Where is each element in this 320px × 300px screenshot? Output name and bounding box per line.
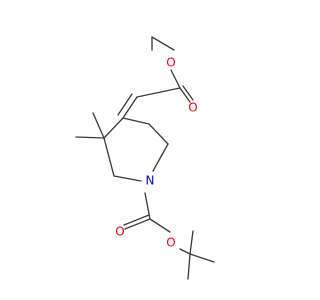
- bond-carbonyl-c-o-1: [179, 87, 191, 103]
- atom-label-oxygen-carbonyl-top: O: [188, 101, 197, 115]
- bond-boc-c-o-ester: [149, 218, 171, 233]
- bond-ring-c4-c5: [122, 117, 150, 125]
- bond-ester-o-carbonyl-c: [170, 69, 181, 89]
- structure-canvas: O O N O O: [75, 36, 215, 280]
- bond-ring-c4-c3: [103, 117, 124, 139]
- bond-ethyl-ch3: [151, 36, 175, 51]
- atom-label-oxygen-ethoxy: O: [166, 56, 175, 70]
- molecule-structure: O O N O O: [75, 36, 215, 280]
- bond-tertbutyl-methyl-top: [189, 230, 194, 255]
- atom-label-nitrogen: N: [146, 174, 155, 188]
- atom-label-oxygen-ester-boc: O: [166, 236, 175, 250]
- bond-tertbutyl-methyl-bottom: [187, 253, 191, 280]
- bond-ring-n-c2: [113, 175, 142, 182]
- bond-methyl-2: [92, 112, 105, 139]
- bond-boc-c-o-2: [123, 214, 150, 226]
- atom-label-oxygen-carbonyl-boc: O: [115, 225, 124, 239]
- bond-ring-c2-c3: [103, 137, 115, 177]
- bond-ring-c5-c6: [148, 123, 169, 145]
- bond-exocyclic-double-2: [117, 93, 133, 116]
- bond-ring-c6-n: [152, 143, 169, 172]
- bond-carbonyl-c-o-2: [182, 85, 194, 101]
- bond-carbonyl-c-alkene: [136, 87, 181, 98]
- bond-boc-o-tertbutyl: [179, 248, 191, 255]
- bond-methyl-1: [75, 136, 105, 139]
- bond-boc-c-o-1: [124, 218, 151, 230]
- bond-tertbutyl-methyl-right: [189, 253, 215, 263]
- bond-exocyclic-double-1: [122, 96, 138, 119]
